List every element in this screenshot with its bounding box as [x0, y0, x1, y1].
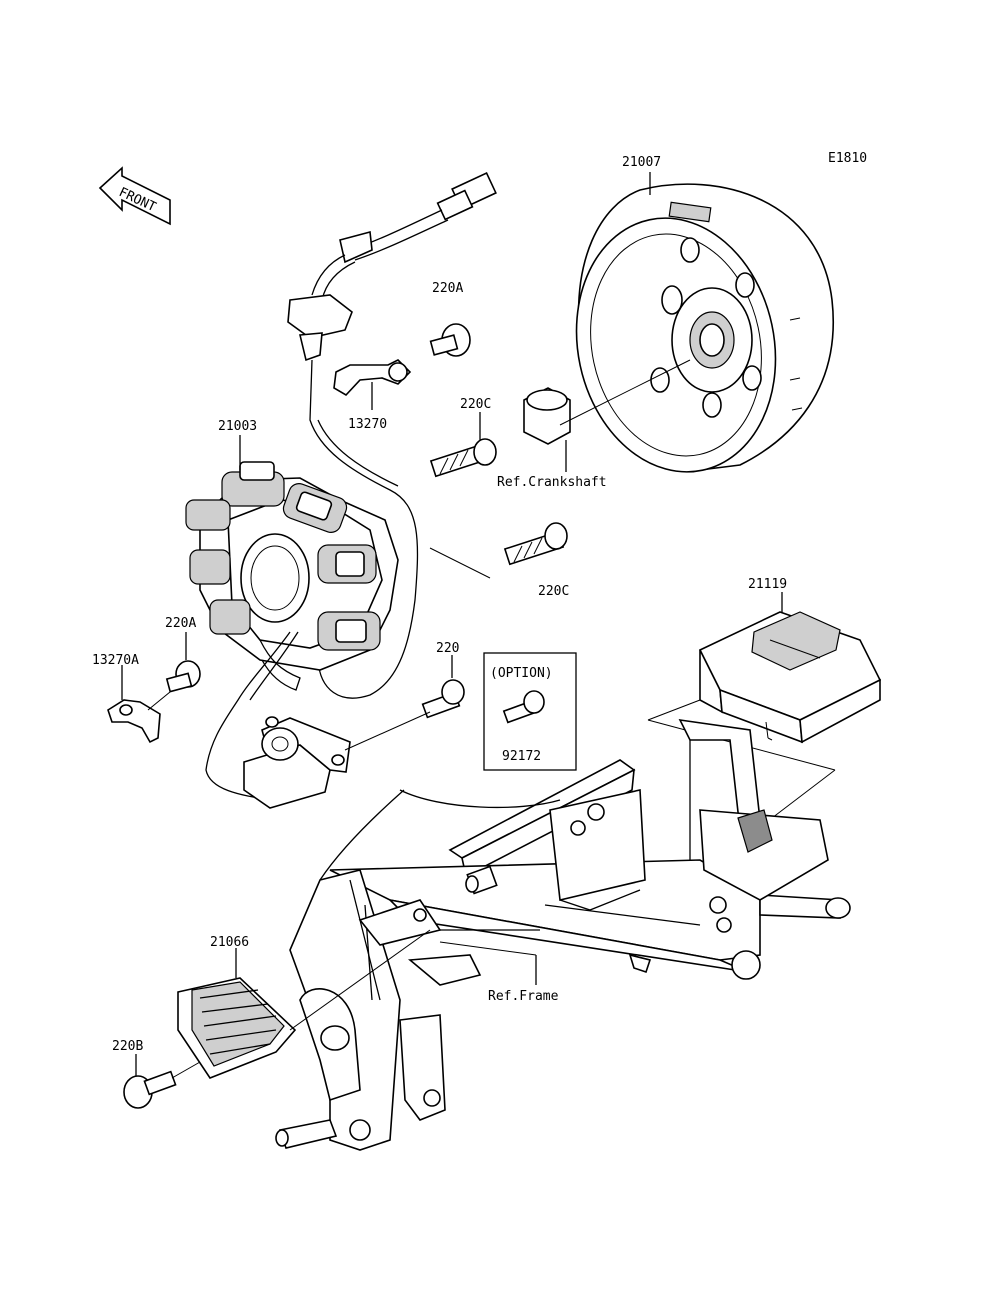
stator-coil — [317, 611, 381, 651]
label-220c-lower: 220C — [538, 584, 569, 599]
label-220: 220 — [436, 641, 459, 656]
plate-13270 — [333, 359, 412, 397]
bolt-220c-top — [429, 438, 497, 478]
option-box: (OPTION) 92172 — [483, 652, 577, 771]
bolt-220a-left — [165, 660, 201, 693]
label-220b: 220B — [112, 1039, 143, 1054]
stator-coil — [221, 461, 285, 507]
option-part-label: 92172 — [502, 749, 541, 764]
bolt-220b — [123, 1061, 201, 1109]
label-220c-top: 220C — [460, 397, 491, 412]
igniter-21119 — [698, 611, 882, 744]
bolt-220 — [344, 679, 465, 751]
label-21066: 21066 — [210, 935, 249, 950]
bolt-220a-top — [429, 323, 471, 357]
stator-coil — [317, 544, 377, 584]
stator-21003 — [185, 461, 399, 801]
label-21003: 21003 — [218, 419, 257, 434]
label-13270a: 13270A — [92, 653, 139, 668]
bolt-220c-lower — [429, 522, 568, 579]
label-ref-frame: Ref.Frame — [488, 989, 559, 1004]
plate-13270a — [107, 691, 171, 744]
label-220a-left: 220A — [165, 616, 196, 631]
label-21007: 21007 — [622, 155, 661, 170]
diagram-code: E1810 — [828, 151, 867, 166]
label-21119: 21119 — [748, 577, 787, 592]
front-arrow-icon: FRONT — [98, 166, 171, 226]
option-label: (OPTION) — [490, 666, 553, 681]
label-13270: 13270 — [348, 417, 387, 432]
flywheel-21007 — [575, 183, 834, 473]
stator-coil — [185, 499, 251, 635]
harness-connector — [287, 171, 497, 699]
regulator-21066 — [177, 929, 431, 1079]
frame — [275, 718, 851, 1151]
pickup-coil — [243, 716, 351, 809]
stator-coil — [282, 483, 348, 533]
label-220a-top: 220A — [432, 281, 463, 296]
flywheel-nut — [523, 359, 691, 445]
label-ref-crankshaft: Ref.Crankshaft — [497, 475, 607, 490]
